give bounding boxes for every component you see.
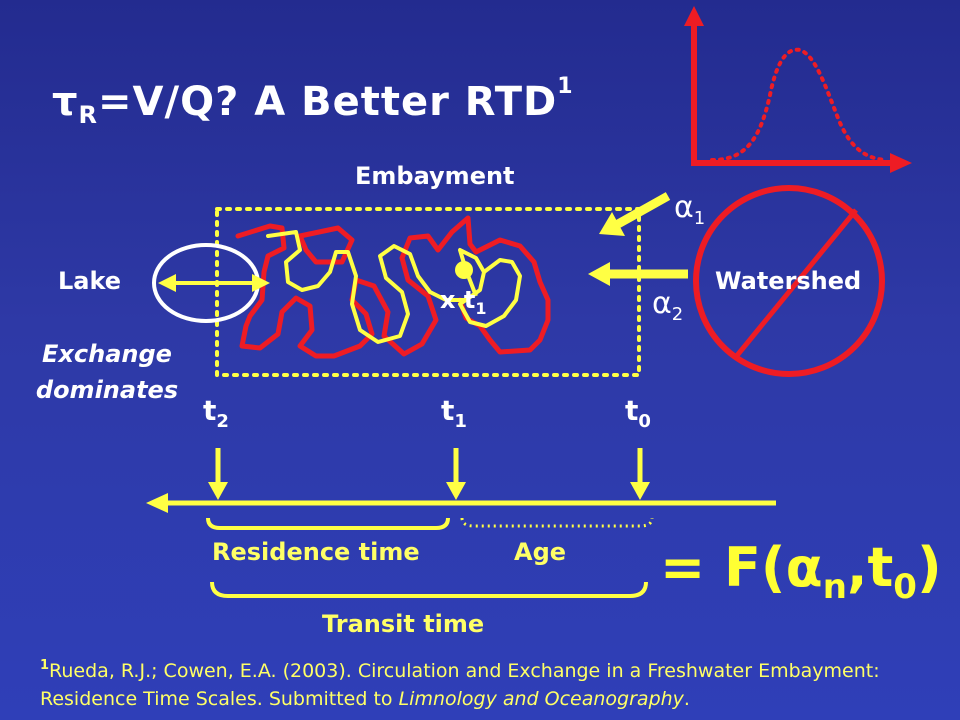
formula: = F(αn,t0): [660, 536, 942, 607]
red-trajectory: [235, 215, 551, 359]
inner-point-label: x t1: [440, 286, 487, 318]
alpha2-arrow-head: [588, 262, 610, 286]
red-trajectory-loop: [297, 225, 355, 265]
rtd-curve: [710, 47, 887, 162]
reference-citation: 1Rueda, R.J.; Cowen, E.A. (2003). Circul…: [40, 658, 880, 710]
exchange-line2: dominates: [35, 376, 179, 404]
residence-time-brace: [206, 517, 450, 530]
exchange-arrow-left-head: [158, 274, 176, 292]
transit-time-label: Transit time: [322, 610, 485, 638]
page-title: τR=V/Q? A Better RTD1: [52, 74, 574, 129]
timeline-arrowhead: [146, 493, 168, 513]
transit-time-brace: [210, 581, 648, 598]
alpha1-arrow-shaft: [615, 192, 671, 228]
exchange-dominates-label: Exchange dominates: [22, 336, 192, 408]
rtd-inset: [684, 6, 912, 173]
rtd-x-arrowhead: [890, 153, 912, 173]
t2-label: t2: [203, 394, 229, 432]
embayment-box: [215, 207, 641, 377]
exchange-arrow-right-head: [252, 274, 270, 292]
lake-label: Lake: [58, 267, 122, 295]
alpha2-label: α2: [652, 286, 684, 325]
age-brace: [460, 517, 654, 528]
t0-label: t0: [625, 394, 651, 432]
rtd-y-arrowhead: [684, 6, 704, 26]
t2-down-arrowhead: [208, 482, 228, 500]
embayment-label: Embayment: [355, 162, 515, 190]
alpha1-arrow-head: [599, 212, 625, 236]
no-watershed-slash: [733, 208, 858, 360]
age-label: Age: [514, 538, 567, 566]
exchange-line1: Exchange: [42, 340, 172, 368]
yellow-trajectory: [266, 230, 486, 344]
no-watershed-circle: [693, 185, 885, 377]
t0-down-arrowhead: [630, 482, 650, 500]
t1-label: t1: [441, 394, 467, 432]
t1-down-arrowhead: [446, 482, 466, 500]
residence-time-label: Residence time: [212, 538, 420, 566]
yellow-trajectory-2: [458, 258, 522, 328]
tracer-dot: [455, 261, 473, 279]
watershed-label: Watershed: [715, 267, 862, 295]
alpha1-label: α1: [674, 190, 706, 229]
